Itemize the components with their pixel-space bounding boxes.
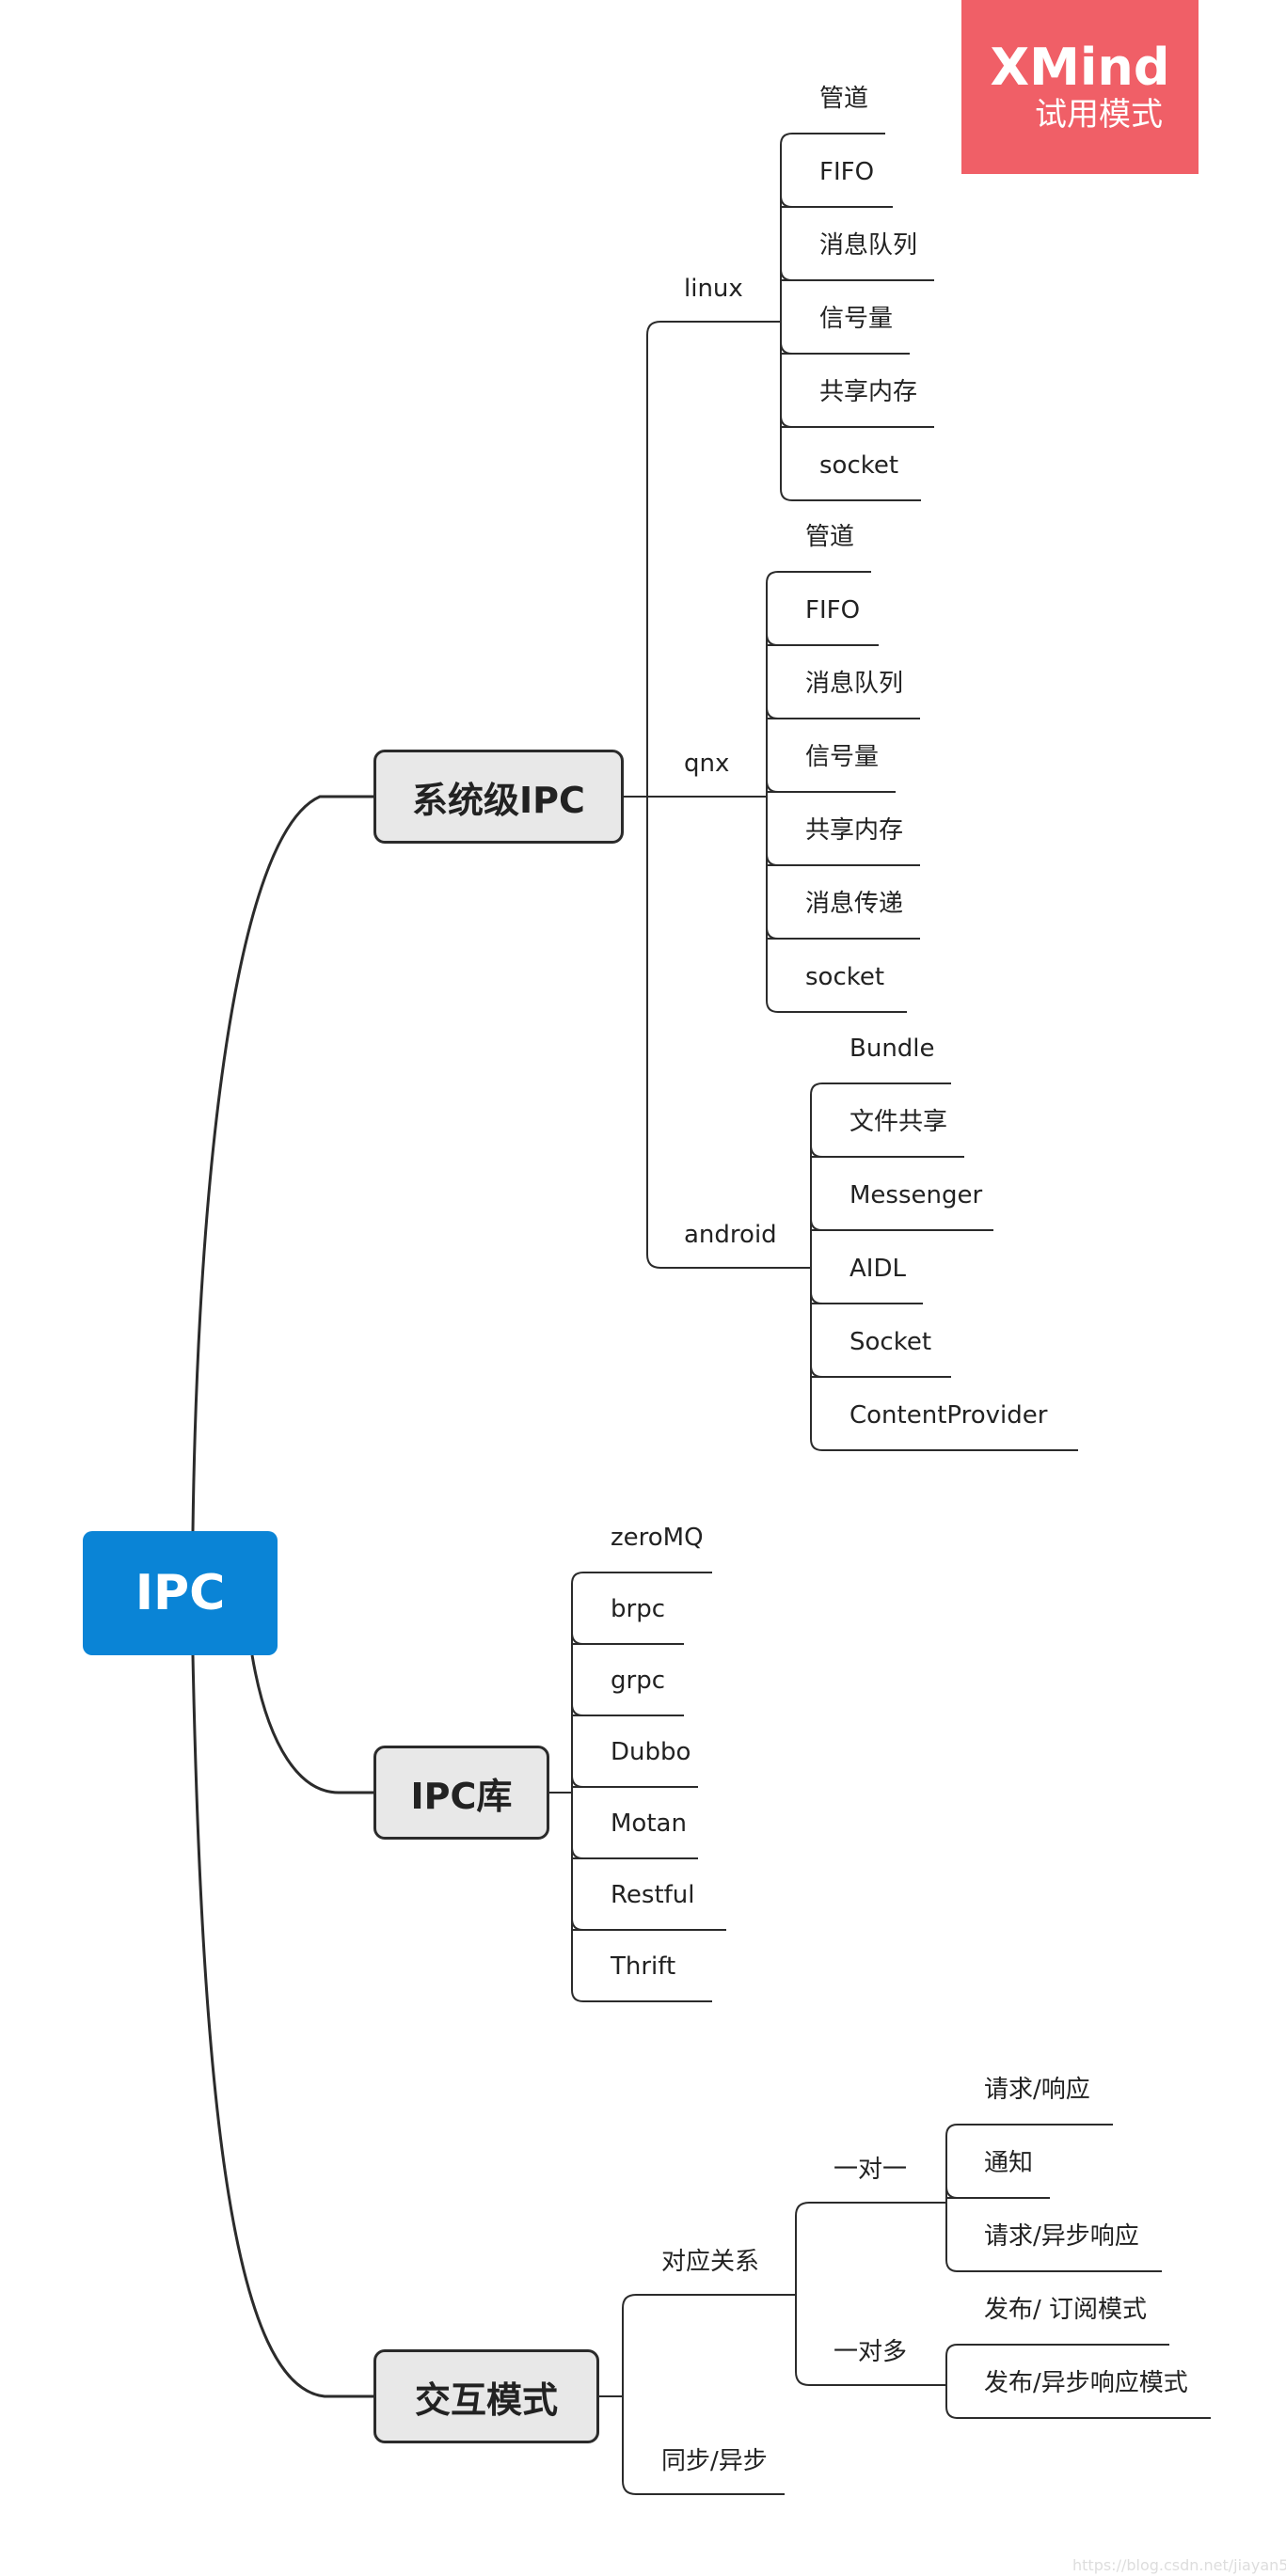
linux-leaf-item-5[interactable]: socket <box>819 451 899 480</box>
ipc-lib-leaf-item-3[interactable]: Dubbo <box>611 1738 691 1766</box>
one-to-one-leaf-item-2[interactable]: 请求/异步响应 <box>984 2222 1139 2251</box>
linux-leaf-item-0[interactable]: 管道 <box>819 85 869 113</box>
one-to-one-leaf-hook-1 <box>945 2186 959 2199</box>
android-leaf-item-5[interactable]: ContentProvider <box>849 1401 1048 1430</box>
ipc-lib-leaf-item-0[interactable]: zeroMQ <box>611 1524 704 1552</box>
android-leaf-item-2[interactable]: Messenger <box>849 1181 983 1209</box>
qnx-leaf-item-2[interactable]: 消息队列 <box>805 670 904 698</box>
linux-leaf-item-4[interactable]: 共享内存 <box>819 378 918 406</box>
subbranch-android[interactable]: android <box>684 1221 777 1249</box>
linux-leaf-item-3[interactable]: 信号量 <box>819 305 894 333</box>
qnx-leaf-item-3[interactable]: 信号量 <box>805 743 880 771</box>
qnx-leaf-item-0[interactable]: 管道 <box>805 523 855 551</box>
android-leaf-hook-3 <box>810 1291 823 1304</box>
root-to-ipc-lib-curve <box>250 1654 373 1794</box>
ipc-lib-leaf-hook-3 <box>571 1775 584 1788</box>
branch-ipc-lib[interactable]: IPC库 <box>373 1746 549 1840</box>
root-node[interactable]: IPC <box>83 1531 278 1655</box>
qnx-leaf-hook-5 <box>766 926 779 940</box>
one-to-one-leaf-item-0[interactable]: 请求/响应 <box>984 2076 1090 2104</box>
ipc-lib-leaf-item-4[interactable]: Motan <box>611 1810 687 1838</box>
ipc-lib-leaf-hook-2 <box>571 1703 584 1716</box>
source-credit: https://blog.csdn.net/jiayan503 <box>1072 2556 1286 2574</box>
root-to-system-ipc-curve <box>191 795 373 1532</box>
android-leaf-hook-4 <box>810 1365 823 1378</box>
linux-leaf-item-2[interactable]: 消息队列 <box>819 231 918 260</box>
root-to-interaction-curve <box>191 1654 373 2398</box>
ipc-lib-leaf-item-6[interactable]: Thrift <box>611 1952 676 1981</box>
qnx-leaf-hook-4 <box>766 853 779 866</box>
qnx-leaf-hook-3 <box>766 780 779 793</box>
qnx-leaf-item-6[interactable]: socket <box>805 963 885 991</box>
one-to-many-leaf-item-0[interactable]: 发布/ 订阅模式 <box>984 2296 1148 2324</box>
subbranch-correspondence[interactable]: 对应关系 <box>661 2248 760 2276</box>
android-leaf-spine <box>810 1083 823 1451</box>
one-to-one-leaf-item-1[interactable]: 通知 <box>984 2149 1034 2177</box>
ipc-lib-leaf-hook-5 <box>571 1918 584 1931</box>
qnx-leaf-item-5[interactable]: 消息传递 <box>805 890 904 918</box>
branch-system-ipc[interactable]: 系统级IPC <box>373 750 624 844</box>
linux-leaf-item-1[interactable]: FIFO <box>819 158 875 186</box>
subbranch-qnx[interactable]: qnx <box>684 750 730 778</box>
linux-leaf-hook-4 <box>780 415 793 428</box>
ipc-lib-leaf-item-1[interactable]: brpc <box>611 1595 665 1623</box>
android-leaf-item-4[interactable]: Socket <box>849 1328 932 1356</box>
android-leaf-hook-2 <box>810 1218 823 1231</box>
correspondence-spine <box>795 2202 810 2386</box>
qnx-leaf-item-1[interactable]: FIFO <box>805 596 861 624</box>
qnx-leaf-hook-2 <box>766 706 779 719</box>
linux-leaf-hook-3 <box>780 341 793 355</box>
subbranch-linux[interactable]: linux <box>684 275 743 303</box>
one-to-many-leaf-spine <box>945 2344 959 2419</box>
linux-leaf-hook-2 <box>780 268 793 281</box>
android-leaf-item-0[interactable]: Bundle <box>849 1035 935 1063</box>
ipc-lib-leaf-item-2[interactable]: grpc <box>611 1667 665 1695</box>
android-leaf-item-1[interactable]: 文件共享 <box>849 1108 948 1136</box>
one-to-many-leaf-item-1[interactable]: 发布/异步响应模式 <box>984 2369 1188 2397</box>
system-ipc-spine <box>646 321 661 1269</box>
interaction-spine <box>622 2294 637 2495</box>
ipc-lib-leaf-item-5[interactable]: Restful <box>611 1881 695 1909</box>
subbranch-one-to-one[interactable]: 一对一 <box>834 2156 908 2184</box>
qnx-leaf-hook-1 <box>766 633 779 646</box>
subbranch-sync-async[interactable]: 同步/异步 <box>661 2447 768 2475</box>
android-leaf-hook-1 <box>810 1145 823 1158</box>
watermark-mode: 试用模式 <box>1035 95 1163 134</box>
qnx-leaf-item-4[interactable]: 共享内存 <box>805 816 904 845</box>
android-leaf-item-3[interactable]: AIDL <box>849 1255 906 1283</box>
subbranch-one-to-many[interactable]: 一对多 <box>834 2338 908 2366</box>
linux-leaf-hook-1 <box>780 195 793 208</box>
xmind-trial-watermark: XMind 试用模式 <box>961 0 1199 174</box>
ipc-lib-leaf-hook-1 <box>571 1632 584 1645</box>
linux-leaf-spine <box>780 133 793 501</box>
branch-interaction-mode[interactable]: 交互模式 <box>373 2349 599 2443</box>
ipc-lib-leaf-hook-4 <box>571 1846 584 1859</box>
watermark-brand: XMind <box>990 38 1170 98</box>
